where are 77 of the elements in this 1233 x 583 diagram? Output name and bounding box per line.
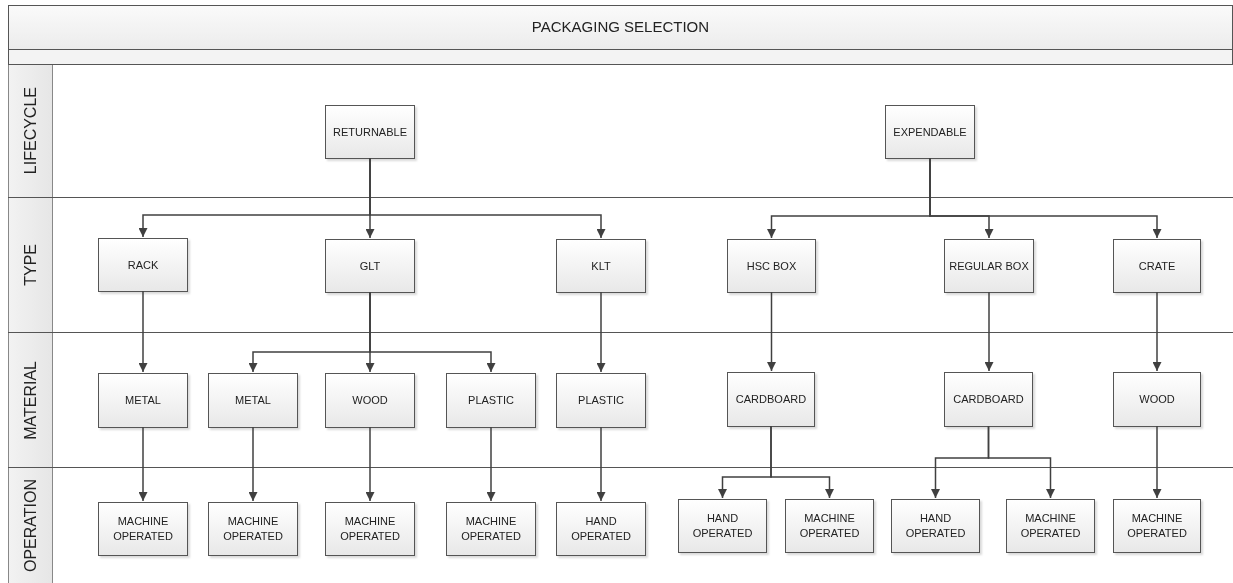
- process-box: [325, 239, 415, 293]
- process-box: [325, 502, 415, 556]
- process-box: [944, 239, 1034, 293]
- process-box: [1113, 499, 1201, 553]
- lane-label: OPERATION: [20, 478, 40, 572]
- process-box: [1006, 499, 1095, 553]
- box-label: GLT: [359, 258, 381, 274]
- diagram-title: PACKAGING SELECTION: [531, 17, 710, 38]
- process-box: [785, 499, 874, 553]
- process-box: [727, 372, 815, 427]
- arrow: [767, 291, 776, 372]
- arrow: [1152, 425, 1162, 499]
- box-label: MACHINE OPERATED: [798, 511, 861, 541]
- lane-label: LIFECYCLE: [20, 87, 40, 175]
- box-label: WOOD: [352, 393, 388, 408]
- arrow: [486, 426, 496, 502]
- box-label: RETURNABLE: [333, 124, 407, 140]
- box-label: MACHINE OPERATED: [1019, 511, 1082, 541]
- process-box: [1113, 372, 1201, 427]
- arrow: [596, 426, 606, 502]
- box-label: HSC BOX: [746, 258, 797, 274]
- arrow: [929, 157, 1162, 239]
- process-box: [556, 373, 646, 428]
- box-label: PLASTIC: [578, 393, 624, 408]
- process-box: [98, 373, 188, 428]
- box-label: MACHINE OPERATED: [339, 514, 401, 544]
- box-label: HAND OPERATED: [570, 514, 632, 544]
- arrow: [138, 426, 148, 502]
- box-label: WOOD: [1139, 392, 1175, 407]
- box-label: MACHINE OPERATED: [460, 514, 522, 544]
- arrow: [369, 291, 496, 373]
- swimlane: [8, 64, 1233, 197]
- arrow: [770, 425, 834, 499]
- lane-label: TYPE: [20, 244, 40, 286]
- arrow: [987, 425, 1055, 499]
- process-box: [885, 105, 975, 159]
- arrow: [1152, 291, 1162, 372]
- process-box: [325, 105, 415, 159]
- process-box: [98, 238, 188, 292]
- process-box: [446, 502, 536, 556]
- swimlane: [8, 332, 1233, 467]
- process-box: [727, 239, 816, 293]
- swimlane: [8, 467, 1233, 583]
- box-label: HAND OPERATED: [691, 511, 754, 541]
- arrow: [248, 426, 258, 502]
- arrow: [369, 157, 606, 239]
- box-label: REGULAR BOX: [949, 258, 1029, 274]
- box-label: RACK: [127, 257, 159, 273]
- box-label: MACHINE OPERATED: [112, 514, 174, 544]
- process-box: [98, 502, 188, 556]
- arrow: [365, 426, 375, 502]
- process-box: [446, 373, 536, 428]
- arrow: [138, 290, 148, 373]
- box-label: MACHINE OPERATED: [222, 514, 284, 544]
- box-label: EXPENDABLE: [893, 124, 967, 140]
- process-box: [1113, 239, 1201, 293]
- process-box: [678, 499, 767, 553]
- process-box: [556, 502, 646, 556]
- box-label: CARDBOARD: [953, 392, 1024, 407]
- box-label: PLASTIC: [468, 393, 514, 408]
- box-label: METAL: [125, 393, 161, 408]
- box-label: METAL: [235, 393, 271, 408]
- box-label: KLT: [591, 258, 611, 274]
- process-box: [208, 373, 298, 428]
- arrow: [596, 291, 606, 373]
- process-box: [944, 372, 1033, 427]
- swimlane: [8, 197, 1233, 332]
- box-label: HAND OPERATED: [904, 511, 967, 541]
- lane-label: MATERIAL: [20, 360, 40, 440]
- process-box: [325, 373, 415, 428]
- process-box: [891, 499, 980, 553]
- process-box: [556, 239, 646, 293]
- box-label: CARDBOARD: [735, 392, 807, 407]
- box-label: CRATE: [1138, 258, 1176, 274]
- process-box: [208, 502, 298, 556]
- box-label: MACHINE OPERATED: [1126, 511, 1188, 541]
- arrow: [984, 291, 994, 372]
